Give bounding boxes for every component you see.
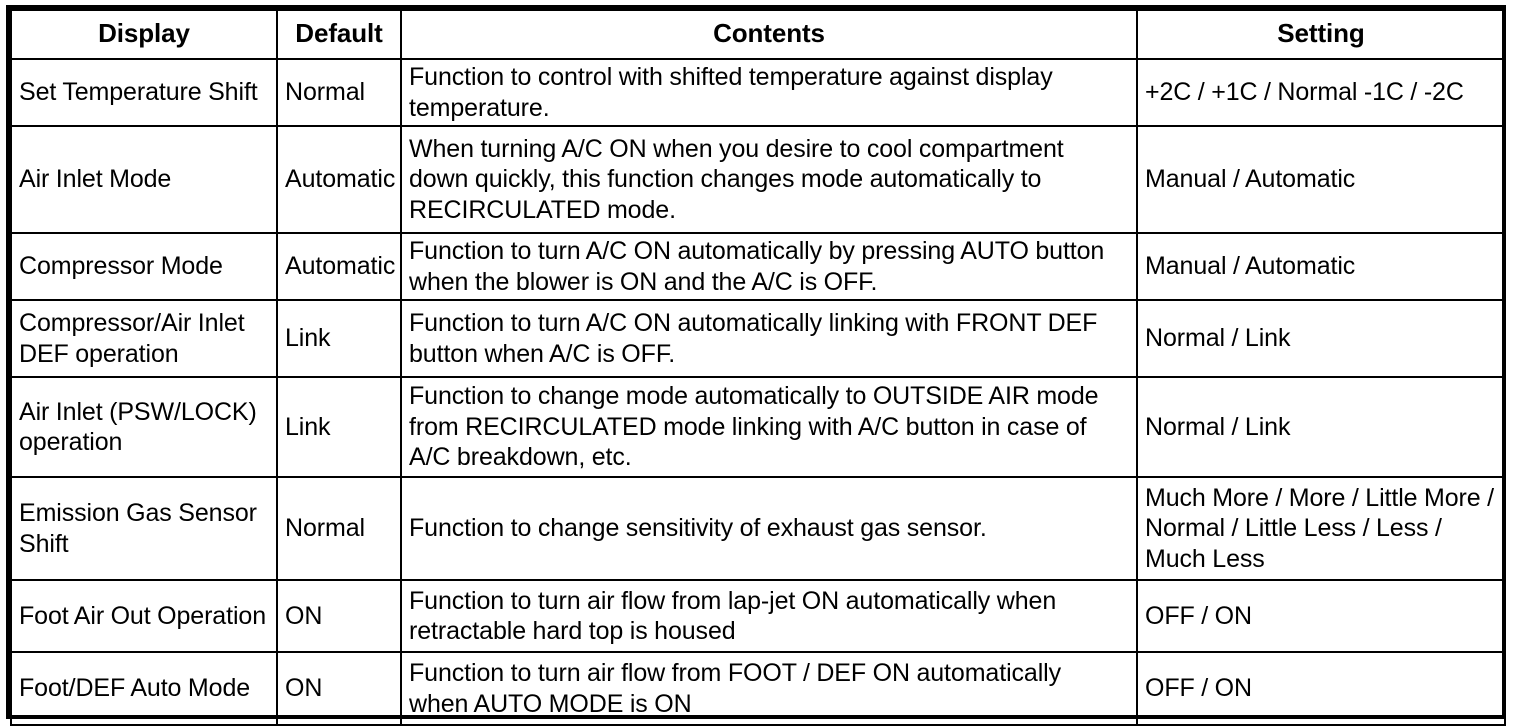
text-line: Foot/DEF Auto Mode xyxy=(19,674,251,703)
text-line: Normal / Little Less / Less / xyxy=(1145,514,1442,543)
cell-default: Normal xyxy=(276,58,402,127)
text-line: Function to turn air flow from FOOT / DE… xyxy=(409,659,1062,687)
cell-default: ON xyxy=(276,579,402,653)
text-line: temperature. xyxy=(409,93,550,122)
text-line: Emission Gas Sensor xyxy=(19,499,257,527)
text-line: from RECIRCULATED mode linking with A/C … xyxy=(409,412,1087,441)
cell-setting: OFF / ON xyxy=(1136,579,1506,653)
table-row: Air Inlet (PSW/LOCK) operation Link Func… xyxy=(10,376,1506,478)
header-row: Display Default Contents Setting xyxy=(10,9,1506,60)
table-row: Set Temperature Shift Normal Function to… xyxy=(10,58,1506,127)
cell-setting: OFF / ON xyxy=(1136,651,1506,726)
cell-contents: Function to control with shifted tempera… xyxy=(400,58,1138,127)
text-line: Much Less xyxy=(1145,544,1265,573)
text-line: Manual / Automatic xyxy=(1145,252,1356,281)
text-line: Much More / More / Little More / xyxy=(1145,483,1494,512)
cell-setting: Much More / More / Little More / Normal … xyxy=(1136,476,1506,581)
cell-display: Foot Air Out Operation xyxy=(10,579,278,653)
spec-table-container: Display Default Contents Setting Set Tem… xyxy=(6,5,1506,726)
text-line: Shift xyxy=(19,529,69,558)
text-line: DEF operation xyxy=(19,339,179,368)
column-header-default: Default xyxy=(276,9,402,60)
cell-setting: Manual / Automatic xyxy=(1136,125,1506,234)
text-line: Manual / Automatic xyxy=(1145,165,1356,194)
column-header-display: Display xyxy=(10,9,278,60)
text-line: A/C breakdown, etc. xyxy=(409,443,632,472)
table-body: Set Temperature Shift Normal Function to… xyxy=(10,58,1506,726)
cell-contents: When turning A/C ON when you desire to c… xyxy=(400,125,1138,234)
text-line: OFF / ON xyxy=(1145,601,1252,630)
text-line: Function to change sensitivity of exhaus… xyxy=(409,514,987,543)
cell-default: ON xyxy=(276,651,402,726)
cell-setting: Normal / Link xyxy=(1136,299,1506,378)
cell-display: Compressor Mode xyxy=(10,232,278,301)
cell-contents: Function to turn air flow from FOOT / DE… xyxy=(400,651,1138,726)
table-row: Emission Gas Sensor Shift Normal Functio… xyxy=(10,476,1506,581)
text-line: Compressor Mode xyxy=(19,252,223,281)
cell-display: Air Inlet (PSW/LOCK) operation xyxy=(10,376,278,478)
text-line: OFF / ON xyxy=(1145,674,1252,703)
column-header-contents: Contents xyxy=(400,9,1138,60)
cell-display: Compressor/Air Inlet DEF operation xyxy=(10,299,278,378)
cell-default: Automatic xyxy=(276,232,402,301)
text-line: +2C / +1C / Normal -1C / -2C xyxy=(1145,78,1464,107)
cell-display: Set Temperature Shift xyxy=(10,58,278,127)
text-line: Set Temperature Shift xyxy=(19,78,258,107)
text-line: retractable hard top is housed xyxy=(409,617,736,645)
text-line: Function to control with shifted tempera… xyxy=(409,63,1053,91)
cell-setting: Manual / Automatic xyxy=(1136,232,1506,301)
table-row: Compressor/Air Inlet DEF operation Link … xyxy=(10,299,1506,378)
text-line: button when A/C is OFF. xyxy=(409,339,676,368)
cell-contents: Function to turn A/C ON automatically li… xyxy=(400,299,1138,378)
text-line: RECIRCULATED mode. xyxy=(409,195,676,224)
cell-display: Foot/DEF Auto Mode xyxy=(10,651,278,726)
text-line: Air Inlet Mode xyxy=(19,165,172,194)
text-line: when the blower is ON and the A/C is OFF… xyxy=(409,267,878,296)
cell-contents: Function to change sensitivity of exhaus… xyxy=(400,476,1138,581)
text-line: Normal / Link xyxy=(1145,324,1291,353)
table-header: Display Default Contents Setting xyxy=(10,9,1506,60)
table-row: Foot Air Out Operation ON Function to tu… xyxy=(10,579,1506,653)
cell-display: Air Inlet Mode xyxy=(10,125,278,234)
ac-settings-table: Display Default Contents Setting Set Tem… xyxy=(10,9,1506,726)
text-line: When turning A/C ON when you desire to c… xyxy=(409,134,1064,163)
cell-default: Normal xyxy=(276,476,402,581)
cell-contents: Function to turn A/C ON automatically by… xyxy=(400,232,1138,301)
table-row: Foot/DEF Auto Mode ON Function to turn a… xyxy=(10,651,1506,726)
text-line: Air Inlet (PSW/LOCK) xyxy=(19,397,257,426)
text-line: Function to change mode automatically to… xyxy=(409,382,1099,411)
text-line: when AUTO MODE is ON xyxy=(409,689,692,718)
cell-default: Link xyxy=(276,376,402,478)
text-line: Function to turn A/C ON automatically li… xyxy=(409,309,1098,337)
table-row: Compressor Mode Automatic Function to tu… xyxy=(10,232,1506,301)
text-line: Compressor/Air Inlet xyxy=(19,309,245,337)
text-line: operation xyxy=(19,428,123,456)
cell-default: Automatic xyxy=(276,125,402,234)
text-line: Function to turn A/C ON automatically by… xyxy=(409,237,1105,265)
text-line: Function to turn air flow from lap-jet O… xyxy=(409,586,1057,615)
text-line: Normal / Link xyxy=(1145,412,1291,441)
cell-display: Emission Gas Sensor Shift xyxy=(10,476,278,581)
text-line: Foot Air Out Operation xyxy=(19,601,267,630)
table-row: Air Inlet Mode Automatic When turning A/… xyxy=(10,125,1506,234)
cell-default: Link xyxy=(276,299,402,378)
cell-setting: +2C / +1C / Normal -1C / -2C xyxy=(1136,58,1506,127)
column-header-setting: Setting xyxy=(1136,9,1506,60)
cell-contents: Function to turn air flow from lap-jet O… xyxy=(400,579,1138,653)
cell-contents: Function to change mode automatically to… xyxy=(400,376,1138,478)
text-line: down quickly, this function changes mode… xyxy=(409,165,1042,194)
cell-setting: Normal / Link xyxy=(1136,376,1506,478)
